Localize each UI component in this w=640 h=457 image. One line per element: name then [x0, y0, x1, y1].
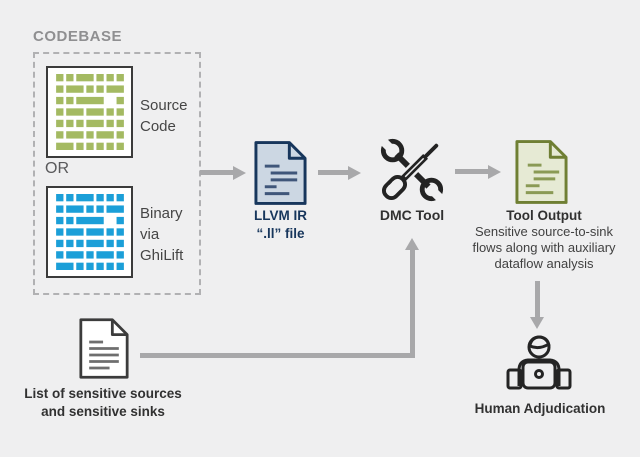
- human-adjudication-label: Human Adjudication: [474, 401, 606, 416]
- or-label: OR: [45, 160, 69, 177]
- arrow-dmc-to-output: [455, 169, 488, 174]
- arrow-codebase-to-llvm-head: [233, 166, 246, 180]
- llvm-ir-document-icon: [254, 141, 307, 205]
- tool-output-document-icon: [515, 140, 568, 204]
- arrow-codebase-to-llvm: [200, 170, 233, 175]
- source-code-node: [46, 66, 133, 158]
- arrow-output-to-human-head: [530, 317, 544, 329]
- sensitive-list-label: List of sensitive sources and sensitive …: [24, 386, 182, 419]
- binary-label: Binary via GhiLift: [140, 205, 184, 264]
- source-code-label: Source Code: [140, 97, 188, 135]
- binary-matrix-icon: [55, 194, 124, 270]
- llvm-ir-label: LLVM IR “.ll” file: [254, 208, 307, 241]
- dmc-tool-label: DMC Tool: [379, 207, 445, 223]
- arrow-dmc-to-output-head: [488, 165, 501, 179]
- person-laptop-icon: [506, 335, 572, 390]
- arrow-llvm-to-dmc: [318, 170, 348, 175]
- connector-list-to-dmc-horizontal: [140, 353, 415, 358]
- tools-icon: [378, 136, 446, 204]
- connector-list-to-dmc-head: [405, 238, 419, 250]
- binary-node: [46, 186, 133, 278]
- connector-list-to-dmc-vertical: [410, 250, 415, 358]
- tool-output-title: Tool Output: [506, 208, 582, 223]
- source-code-matrix-icon: [55, 74, 124, 150]
- tool-output-description: Sensitive source-to-sink flows along wit…: [472, 224, 616, 271]
- arrow-llvm-to-dmc-head: [348, 166, 361, 180]
- arrow-output-to-human: [535, 281, 540, 317]
- codebase-title: CODEBASE: [33, 28, 123, 45]
- sensitive-list-document-icon: [79, 318, 129, 379]
